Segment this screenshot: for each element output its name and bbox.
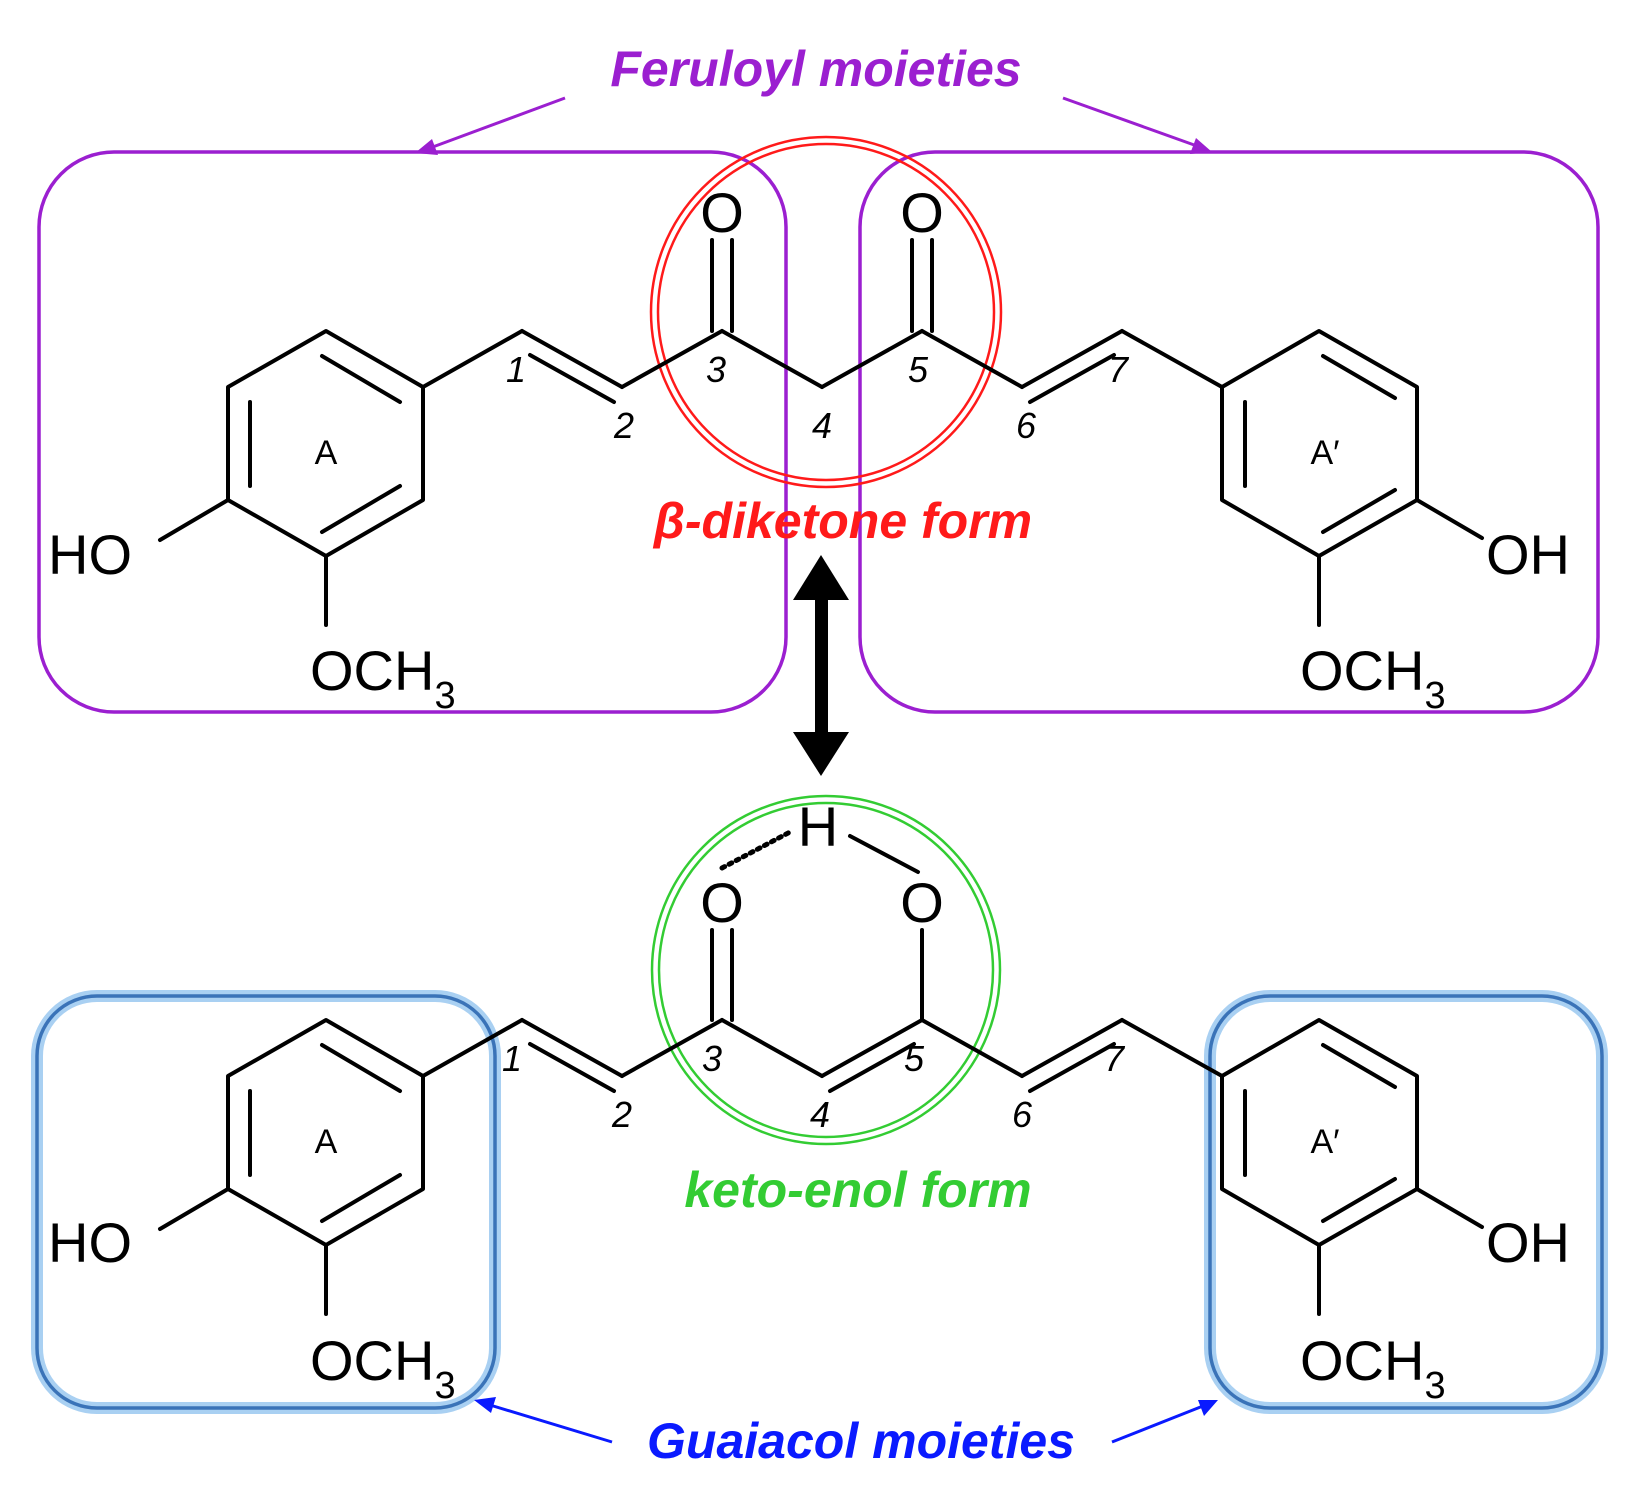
hydrogen-bond-dotted [719,829,793,871]
ketoenol-o-left: O [700,871,744,934]
carbon-5-bottom: 5 [904,1038,925,1079]
guaiacol-label: Guaiacol moieties [647,1413,1075,1469]
diketone-structure [158,238,1484,627]
och-text: OCH [310,639,434,702]
feruloyl-arrowhead-left [415,139,438,155]
feruloyl-label: Feruloyl moieties [610,41,1021,97]
carbon-2-bottom: 2 [611,1094,632,1135]
och-text: OCH [1300,1329,1424,1392]
carbon-4-top: 4 [812,405,832,446]
carbon-1-bottom: 1 [502,1038,522,1079]
ketoenol-och3-right: OCH3 [1300,1329,1446,1407]
ketoenol-label: keto-enol form [684,1162,1031,1218]
ketoenol-oh-right: OH [1486,1211,1570,1274]
sub-3: 3 [1424,1365,1445,1407]
diketone-circle-inner [656,142,996,482]
carbon-4-bottom: 4 [810,1094,830,1135]
carbon-2-top: 2 [613,405,634,446]
sub-3: 3 [434,1365,455,1407]
ring-label-a-top: A [315,434,338,472]
och-text: OCH [1300,639,1424,702]
ketoenol-och3-left: OCH3 [310,1329,456,1407]
diketone-oh-right: OH [1486,523,1570,586]
guaiacol-arrow-right [1111,1404,1204,1444]
carbon-7-top: 7 [1108,349,1130,390]
carbon-5-top: 5 [908,349,929,390]
carbon-3-top: 3 [706,349,726,390]
ketoenol-structure [158,829,1484,1316]
guaiacol-arrowhead-left [474,1397,496,1413]
diketone-circle-outer [649,135,1003,489]
carbon-3-bottom: 3 [702,1038,722,1079]
ring-label-a-prime-bottom: A′ [1310,1123,1339,1161]
guaiacol-box-right [1208,994,1604,1410]
sub-3: 3 [434,675,455,717]
guaiacol-box-left [35,994,497,1410]
ring-label-a-bottom: A [315,1123,338,1161]
diketone-o-right: O [900,181,944,244]
guaiacol-arrowhead-right [1198,1400,1218,1416]
och-text: OCH [310,1329,434,1392]
ketoenol-o-right: O [900,871,944,934]
ketoenol-circle-inner [657,801,995,1139]
ketoenol-ho-left: HO [48,1211,132,1274]
tautomer-equilibrium-arrow [793,555,849,776]
feruloyl-arrowhead-right [1190,138,1212,154]
diketone-och3-left: OCH3 [310,639,456,717]
guaiacol-arrow-left [489,1403,613,1444]
feruloyl-arrow-right [1062,96,1198,148]
carbon-7-bottom: 7 [1104,1038,1126,1079]
ring-label-a-prime-top: A′ [1310,434,1339,472]
diketone-och3-right: OCH3 [1300,639,1446,717]
feruloyl-box-right [858,150,1600,714]
ketoenol-circle-outer [650,794,1002,1146]
feruloyl-box-left [37,150,788,714]
feruloyl-arrow-left [429,96,566,150]
carbon-1-top: 1 [506,349,526,390]
diketone-ho-left: HO [48,523,132,586]
carbon-6-bottom: 6 [1012,1094,1033,1135]
carbon-6-top: 6 [1016,405,1037,446]
sub-3: 3 [1424,675,1445,717]
diketone-o-left: O [700,181,744,244]
ketoenol-h: H [798,795,838,858]
diketone-label: β-diketone form [652,493,1032,549]
